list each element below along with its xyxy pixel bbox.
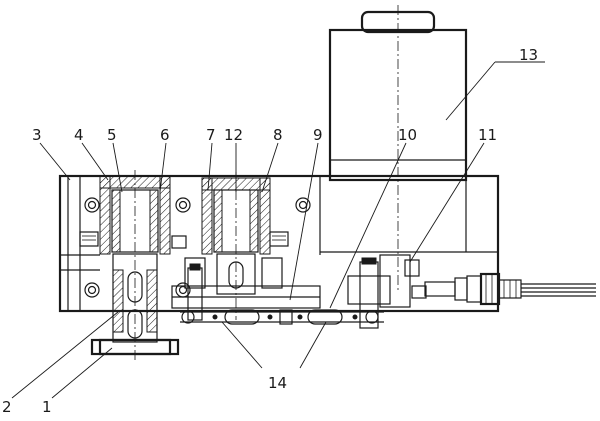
label-9: 9: [313, 126, 323, 144]
middle-bearing-housing: [201, 172, 271, 320]
label-2: 2: [2, 398, 12, 416]
label-14: 14: [268, 374, 287, 392]
label-1: 1: [42, 398, 52, 416]
label-11: 11: [478, 126, 497, 144]
left-bearing-housing: [99, 170, 171, 362]
clamp-bolt: [269, 231, 289, 247]
clamp-bolts: [79, 231, 289, 249]
middle-shaft: [184, 253, 283, 295]
drive-bar: [171, 263, 321, 321]
label-10: 10: [398, 126, 417, 144]
label-13: 13: [519, 46, 538, 64]
left-output-shaft: [90, 253, 180, 356]
label-3: 3: [32, 126, 42, 144]
bolt-hole: [84, 197, 100, 213]
label-7: 7: [206, 126, 216, 144]
clamp-bolt: [79, 231, 99, 247]
bolt-hole: [84, 282, 100, 298]
label-5: 5: [107, 126, 117, 144]
linkage-chain: [180, 309, 384, 325]
leader-lines: [11, 61, 545, 399]
motor-housing: [328, 5, 468, 290]
bolt-hole: [175, 197, 191, 213]
part-labels: 3 4 5 6 7 12 8 9 10 11 13 2 1 14: [2, 46, 538, 416]
bolt-holes: [84, 197, 311, 298]
cable-gland: [424, 272, 522, 306]
base-plate: [58, 174, 500, 313]
cable: [521, 283, 596, 297]
right-pivot-assembly: [347, 254, 427, 329]
clamp-bolt: [171, 235, 187, 249]
label-12: 12: [224, 126, 243, 144]
label-6: 6: [160, 126, 170, 144]
label-8: 8: [273, 126, 283, 144]
label-4: 4: [74, 126, 84, 144]
